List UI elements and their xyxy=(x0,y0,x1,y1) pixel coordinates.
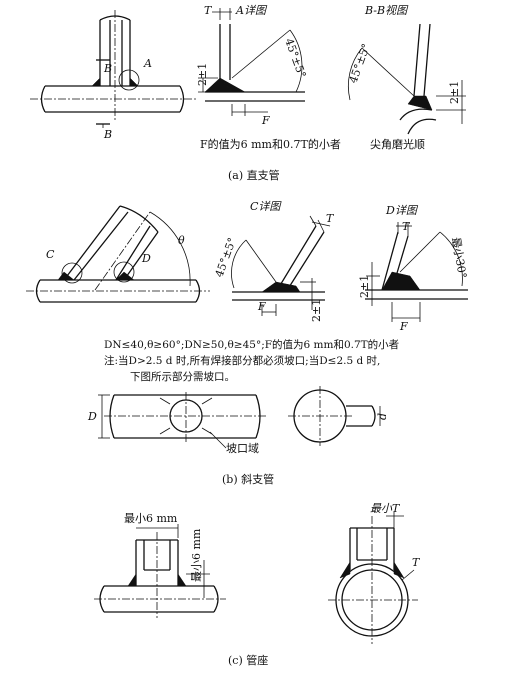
label-d: D xyxy=(141,252,151,265)
bevel-label-d-large: D xyxy=(87,410,97,423)
detail-a-label-f: F xyxy=(261,114,270,127)
detail-a-angle: 45°±5° xyxy=(282,37,308,80)
bb-view-title: B-B视图 xyxy=(364,4,409,17)
part-b-main-view xyxy=(26,205,210,303)
label-a: A xyxy=(143,57,152,70)
bb-dim: 2±1 xyxy=(448,81,461,104)
detail-c-dim: 2±1 xyxy=(310,299,323,322)
note-f-value: F的值为6 mm和0.7T的小者 xyxy=(200,137,341,151)
part-c-min6-vertical: 最小6 mm xyxy=(190,528,203,582)
bevel-end-view xyxy=(288,386,381,446)
note-line-3: 下图所示部分需坡口。 xyxy=(130,370,235,383)
caption-b: (b) 斜支管 xyxy=(222,472,274,486)
bb-view xyxy=(347,23,466,135)
label-c: C xyxy=(46,248,55,261)
detail-d-angle: 最小30° xyxy=(449,236,469,279)
note-line-2: 注:当D>2.5 d 时,所有焊接部分都必须坡口;当D≤2.5 d 时, xyxy=(104,354,380,367)
detail-d-label-t: T xyxy=(402,220,411,233)
detail-a xyxy=(198,8,305,116)
part-a-main-view xyxy=(30,10,196,128)
detail-d xyxy=(365,222,468,322)
bb-note-corner: 尖角磨光顺 xyxy=(370,137,425,151)
note-line-1: DN≤40,θ≥60°;DN≥50,θ≥45°;F的值为6 mm和0.7T的小者 xyxy=(104,338,399,351)
label-b-top: B xyxy=(103,62,112,75)
detail-d-label-f: F xyxy=(399,320,408,333)
detail-a-dim: 2±1 xyxy=(196,63,209,86)
part-c-end-view xyxy=(328,512,418,644)
detail-c xyxy=(231,215,331,316)
part-c-min-t: 最小T xyxy=(370,502,401,515)
label-b-bottom: B xyxy=(103,128,112,141)
detail-d-title: D详图 xyxy=(385,204,419,217)
detail-c-title: C详图 xyxy=(250,200,282,213)
bb-angle: 45°±5° xyxy=(347,42,373,85)
bevel-label-d-small: d xyxy=(376,413,389,420)
bevel-side-view xyxy=(98,392,268,449)
detail-d-dim: 2±1 xyxy=(358,275,371,298)
detail-c-label-f: F xyxy=(257,300,266,313)
label-theta: θ xyxy=(178,234,185,247)
part-c-min6-horizontal: 最小6 mm xyxy=(124,512,178,525)
detail-a-label-t: T xyxy=(204,4,213,17)
caption-c: (c) 管座 xyxy=(228,653,268,667)
bevel-zone-label: 坡口域 xyxy=(226,442,259,455)
caption-a: (a) 直支管 xyxy=(228,168,280,182)
part-c-label-t: T xyxy=(412,556,421,569)
part-c-side-view xyxy=(94,524,226,618)
detail-c-angle: 45°±5° xyxy=(213,236,239,279)
detail-a-title: A详图 xyxy=(235,4,268,17)
detail-c-label-t: T xyxy=(326,212,335,225)
